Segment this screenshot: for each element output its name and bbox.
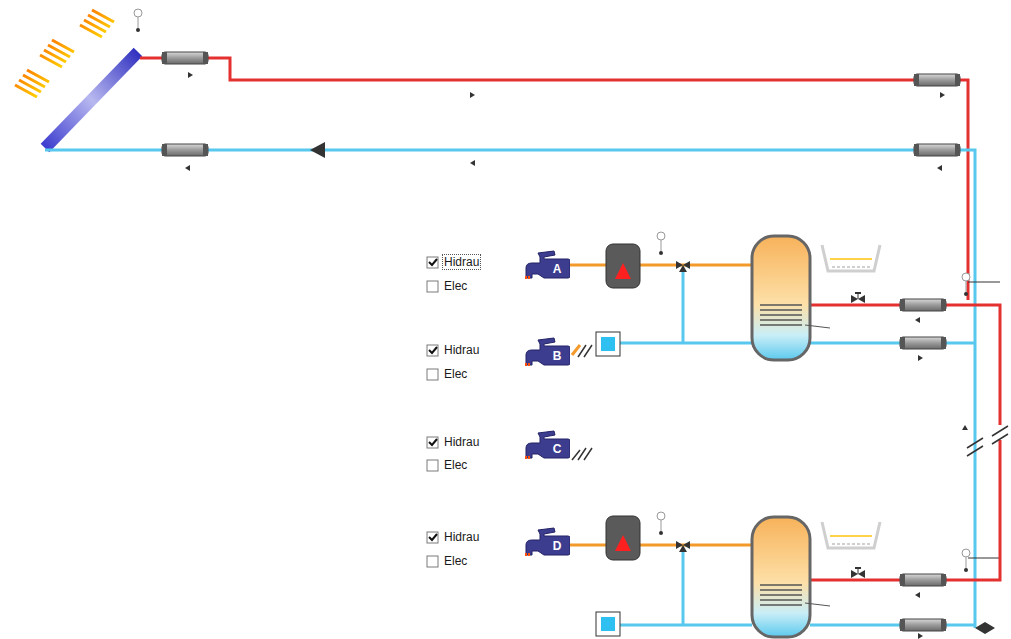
- checkbox-label: Hidrau: [443, 435, 480, 449]
- checkbox-label: Elec: [443, 458, 468, 472]
- consumption-tray: [822, 522, 880, 548]
- tap-letter: D: [553, 540, 562, 552]
- dwelling-lower-pipes: [566, 545, 752, 625]
- tap-outline: [524, 337, 570, 367]
- pipe-section: [900, 299, 946, 311]
- sensor: [657, 232, 665, 255]
- storage-tank: [752, 517, 830, 637]
- pipe-section: [900, 574, 946, 586]
- valve: [851, 292, 865, 303]
- pipe-section: [900, 337, 946, 349]
- water-meter: [601, 337, 615, 351]
- pipe-section: [914, 74, 960, 86]
- collector-sensor: [134, 9, 142, 32]
- pipe-section: [900, 619, 946, 631]
- tap-icon: D: [524, 527, 570, 557]
- tap-letter: C: [553, 443, 562, 455]
- storage-tank: [752, 236, 830, 360]
- flow-arrows: [185, 72, 968, 639]
- checkbox-label: Elec: [443, 279, 468, 293]
- tap-letter: A: [553, 263, 562, 275]
- checkbox-label: Elec: [443, 554, 468, 568]
- valve: [975, 622, 995, 634]
- pipe-section: [914, 144, 960, 156]
- mixing-valve: [676, 541, 690, 552]
- pipe-section: [162, 144, 208, 156]
- solar-collector: [45, 52, 138, 148]
- dwelling-upper-pipes: [566, 265, 752, 355]
- pipe-section: [162, 52, 208, 64]
- primary-circuit: [45, 58, 1008, 628]
- consumption-tray: [822, 245, 880, 271]
- sensor: [657, 512, 665, 535]
- checkbox-label: Hidrau: [443, 343, 480, 357]
- water-meter: [596, 332, 620, 356]
- checkbox-label: Hidrau: [443, 530, 480, 544]
- sensor: [962, 273, 970, 296]
- heater: [606, 244, 640, 288]
- break-mark: [578, 345, 592, 357]
- water-meter: [601, 617, 615, 631]
- tap-icon: C: [524, 430, 570, 460]
- tap-outline: [524, 527, 570, 557]
- valve: [851, 567, 865, 578]
- water-meter: [596, 612, 620, 636]
- tap-outline: [524, 430, 570, 460]
- heater: [606, 516, 640, 560]
- checkbox: [427, 257, 438, 567]
- tap-icon: A: [524, 250, 570, 280]
- checkbox-label: Elec: [443, 367, 468, 381]
- check-mark: [429, 259, 437, 540]
- checkbox-label: Hidrau: [443, 255, 480, 269]
- pump: [310, 142, 325, 158]
- tap-icon: B: [524, 337, 570, 367]
- tap-outline: [524, 250, 570, 280]
- mixing-valve: [676, 261, 690, 272]
- break-mark: [572, 448, 592, 460]
- sensor: [962, 549, 970, 572]
- tap-letter: B: [553, 350, 562, 362]
